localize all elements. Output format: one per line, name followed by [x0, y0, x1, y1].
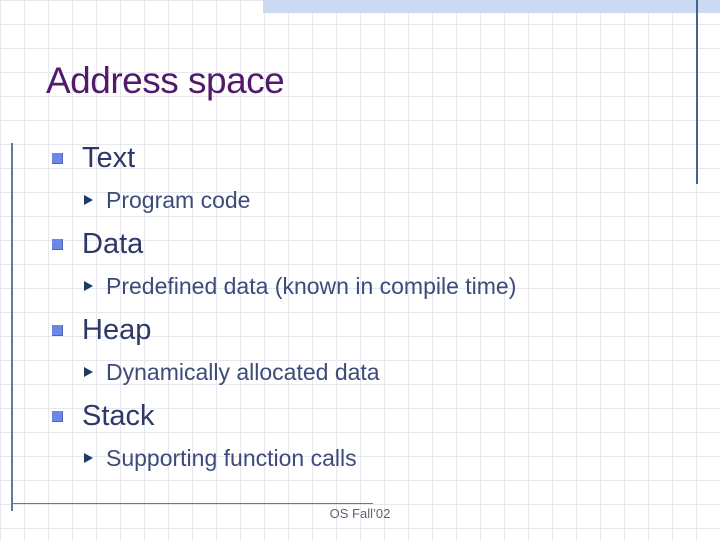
arrow-bullet-icon — [84, 281, 93, 291]
slide-title: Address space — [46, 60, 285, 101]
arrow-bullet-icon — [84, 453, 93, 463]
square-bullet-icon — [52, 238, 63, 250]
sub-bullet-label: Predefined data (known in compile time) — [106, 273, 517, 299]
bullet-item-text: Text — [52, 141, 135, 175]
sub-bullet-item-data: Predefined data (known in compile time) — [84, 272, 516, 300]
bullet-item-stack: Stack — [52, 399, 155, 433]
square-bullet-icon — [52, 324, 63, 336]
sub-bullet-item-text: Program code — [84, 186, 250, 214]
bullet-label: Heap — [82, 314, 152, 346]
left-vertical-guide-line — [11, 143, 13, 511]
sub-bullet-item-heap: Dynamically allocated data — [84, 358, 380, 386]
bullet-label: Data — [82, 228, 144, 260]
bullet-label: Stack — [82, 400, 155, 432]
square-bullet-icon — [52, 152, 63, 164]
sub-bullet-label: Dynamically allocated data — [106, 359, 380, 385]
arrow-bullet-icon — [84, 195, 93, 205]
sub-bullet-label: Program code — [106, 187, 251, 213]
bullet-label: Text — [82, 142, 136, 174]
square-bullet-icon — [52, 410, 63, 422]
top-bar-decoration — [263, 0, 720, 13]
arrow-bullet-icon — [84, 367, 93, 377]
sub-bullet-item-stack: Supporting function calls — [84, 444, 357, 472]
bullet-item-data: Data — [52, 227, 143, 261]
sub-bullet-label: Supporting function calls — [106, 445, 357, 471]
footer-divider-line — [11, 503, 373, 504]
footer-text: OS Fall’02 — [329, 506, 391, 521]
right-vertical-line — [696, 0, 698, 184]
bullet-item-heap: Heap — [52, 313, 151, 347]
